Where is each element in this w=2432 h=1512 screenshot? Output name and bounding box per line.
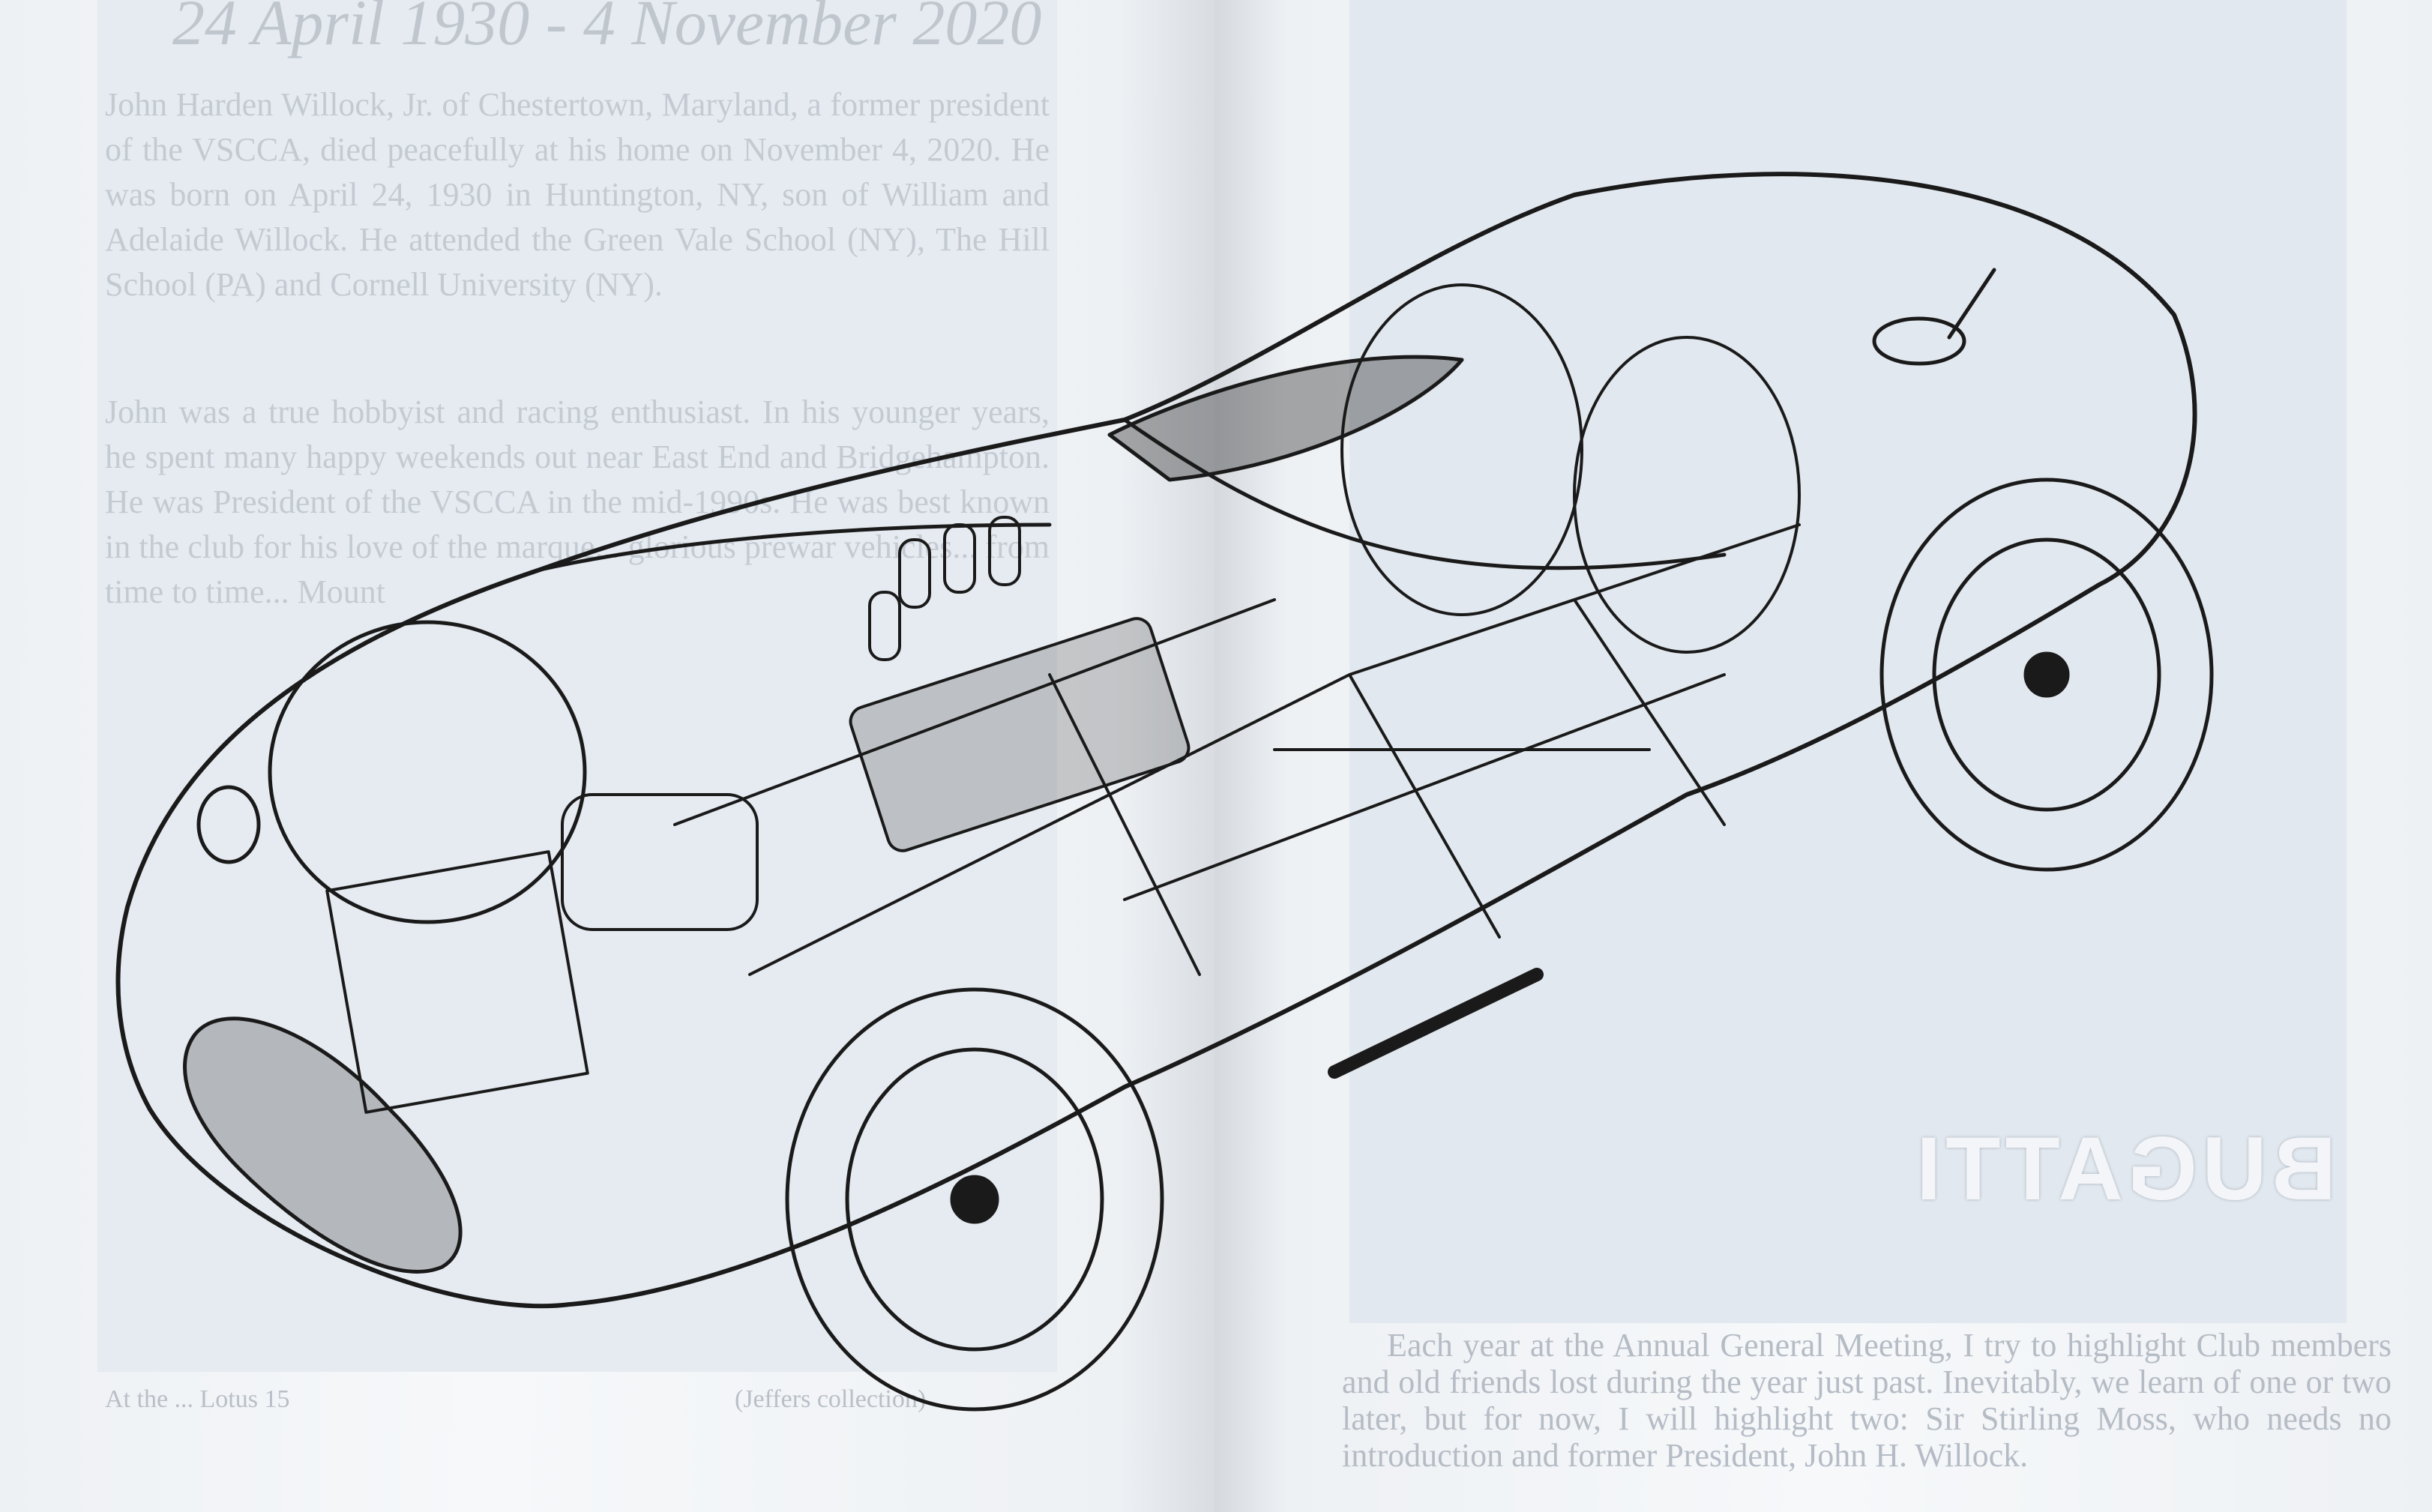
- left-page: 24 April 1930 - 4 November 2020 John Har…: [0, 0, 1215, 1512]
- car-body-outline: [115, 172, 2197, 1309]
- body-paragraph: Each year at the Annual General Meeting,…: [1342, 1327, 2392, 1474]
- left-photo-area: [97, 0, 1057, 1372]
- headlight: [196, 785, 261, 864]
- show-through-paragraph-1: John Harden Willock, Jr. of Chestertown,…: [105, 86, 1050, 303]
- photo-caption: At the ... Lotus 15: [105, 1385, 290, 1413]
- fuel-cap: [1872, 268, 1996, 366]
- rear-wheel: [1879, 478, 2214, 872]
- front-wheel: [268, 620, 1164, 1412]
- show-through-paragraph-2: John was a true hobbyist and racing enth…: [105, 394, 1050, 610]
- front-grille: [183, 1016, 463, 1274]
- seats-and-frame: [673, 283, 1801, 1079]
- right-page: Each year at the Annual General Meeting,…: [1215, 0, 2432, 1512]
- body-text: Each year at the Annual General Meeting,…: [1342, 1327, 2392, 1474]
- show-through-title: 24 April 1930 - 4 November 2020: [172, 0, 1042, 58]
- engine: [325, 516, 1191, 1114]
